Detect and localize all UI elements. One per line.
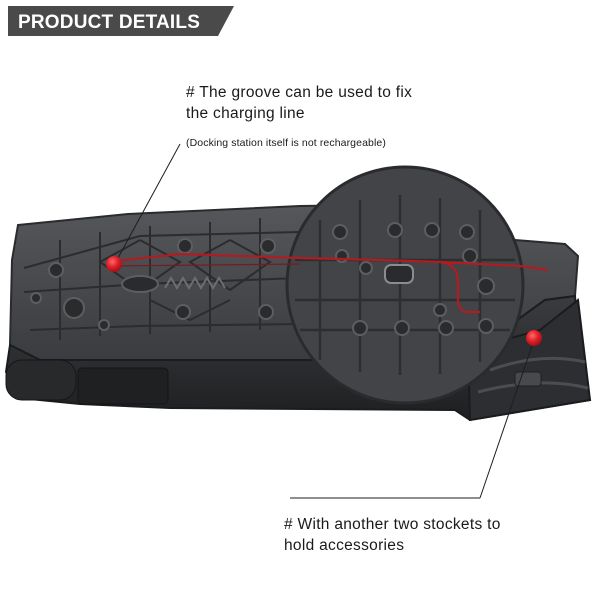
sockets-callout-line2: hold accessories — [284, 537, 405, 554]
groove-callout-note: (Docking station itself is not rechargea… — [186, 137, 386, 149]
round-base-plate — [285, 165, 525, 405]
banner-title: PRODUCT DETAILS — [18, 12, 201, 33]
sockets-callout-line1: # With another two stockets to — [284, 516, 501, 533]
spring — [164, 276, 226, 290]
charging-line-groove — [107, 252, 549, 314]
groove-marker-dot — [106, 256, 122, 272]
product-details-banner: PRODUCT DETAILS — [8, 6, 234, 36]
groove-callout-line1: # The groove can be used to fix — [186, 84, 413, 101]
banner-background — [8, 6, 234, 36]
socket-marker-dot — [526, 330, 542, 346]
left-screw-holes — [30, 238, 276, 331]
groove-callout-line2: the charging line — [186, 105, 305, 122]
groove-leader-line — [117, 143, 181, 259]
